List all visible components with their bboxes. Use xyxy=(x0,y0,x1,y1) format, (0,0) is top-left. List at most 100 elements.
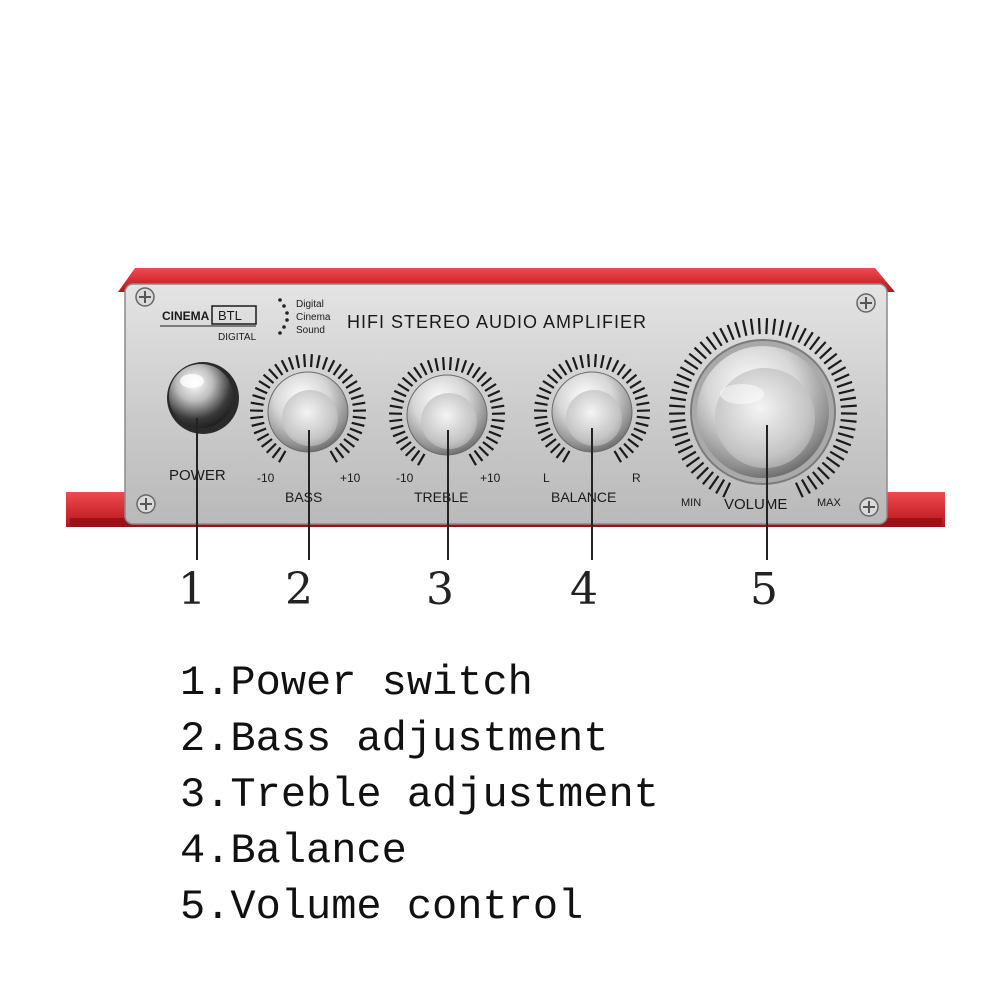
scale-tick xyxy=(250,401,264,406)
scale-tick xyxy=(397,383,410,392)
scale-tick xyxy=(835,438,852,447)
scale-tick xyxy=(803,331,814,347)
scale-tick xyxy=(260,438,273,448)
power-switch[interactable] xyxy=(167,362,239,434)
scale-tick xyxy=(669,404,686,408)
scale-tick xyxy=(669,396,687,402)
scale-tick xyxy=(252,394,266,400)
scale-tick xyxy=(636,415,650,420)
scale-tick xyxy=(679,366,695,376)
scale-tick xyxy=(605,356,613,370)
scale-tick xyxy=(491,404,505,409)
scale-tick xyxy=(482,441,495,451)
scale-tick xyxy=(327,359,336,373)
scale-tick xyxy=(673,380,690,389)
scale-tick xyxy=(564,359,573,373)
scale-tick xyxy=(712,331,723,347)
tagline-cinema: Cinema xyxy=(296,312,331,323)
scale-tick xyxy=(329,450,338,463)
scale-tick xyxy=(280,359,289,373)
scale-tick xyxy=(262,373,275,384)
scale-tick xyxy=(558,363,568,376)
scale-tick xyxy=(410,449,421,462)
scale-tick xyxy=(838,388,855,395)
legend-item-treble: 3.Treble adjustment xyxy=(180,771,659,819)
scale-tick xyxy=(806,475,818,490)
scale-tick xyxy=(274,363,284,376)
scale-tick xyxy=(613,450,622,463)
volume-min: MIN xyxy=(681,497,701,509)
scale-tick xyxy=(819,346,833,360)
scale-tick xyxy=(471,366,481,379)
balance-knob[interactable] xyxy=(551,371,633,453)
scale-tick xyxy=(840,404,857,408)
scale-tick xyxy=(392,430,406,438)
scale-tick xyxy=(343,438,356,448)
front-panel xyxy=(124,283,888,525)
brand-digital: DIGITAL xyxy=(218,332,257,343)
scale-tick xyxy=(674,438,691,447)
scale-tick xyxy=(722,482,732,498)
legend-list: 1.Power switch 2.Bass adjustment 3.Trebl… xyxy=(180,655,659,935)
scale-tick xyxy=(719,327,729,344)
balance-scale-ring xyxy=(533,354,651,463)
scale-tick xyxy=(552,368,563,380)
scale-tick xyxy=(699,341,712,355)
scale-tick xyxy=(814,341,827,355)
scale-tick xyxy=(669,418,686,423)
legend-item-volume: 5.Volume control xyxy=(180,883,584,931)
treble-min: -10 xyxy=(396,471,414,485)
scale-tick xyxy=(579,354,585,369)
scale-tick xyxy=(351,421,365,427)
scale-tick xyxy=(321,356,329,370)
scale-tick xyxy=(765,318,769,335)
tagline-digital: Digital xyxy=(296,299,324,310)
scale-tick xyxy=(544,438,557,448)
bass-label: BASS xyxy=(285,489,322,505)
scale-tick xyxy=(785,321,792,338)
scale-tick xyxy=(271,446,282,459)
brand-btl: BTL xyxy=(218,308,242,323)
scale-tick xyxy=(823,352,838,365)
scale-tick xyxy=(485,436,499,445)
tagline-sound: Sound xyxy=(296,325,325,336)
callout-number-2: 2 xyxy=(285,564,313,615)
scale-tick xyxy=(488,430,502,438)
scale-tick xyxy=(315,354,321,369)
scale-tick xyxy=(393,389,407,398)
scale-tick xyxy=(683,359,699,370)
scale-tick xyxy=(399,441,412,451)
bass-max: +10 xyxy=(340,471,361,485)
scale-tick xyxy=(771,318,777,335)
balance-min: L xyxy=(543,471,550,485)
scale-tick xyxy=(681,450,697,461)
scale-tick xyxy=(349,427,363,435)
legend-item-bass: 2.Bass adjustment xyxy=(180,715,609,763)
scale-tick xyxy=(454,357,460,372)
scale-tick xyxy=(632,386,646,395)
scale-tick xyxy=(702,471,714,485)
scale-tick xyxy=(630,433,644,442)
volume-knob[interactable] xyxy=(690,339,836,485)
scale-tick xyxy=(808,336,821,351)
scale-tick xyxy=(794,482,804,498)
treble-knob[interactable] xyxy=(406,374,488,456)
scale-tick xyxy=(538,386,552,395)
scale-tick xyxy=(831,366,847,376)
scale-tick xyxy=(295,354,301,369)
scale-tick xyxy=(549,442,561,454)
volume-scale-ring xyxy=(668,318,858,498)
scale-tick xyxy=(253,427,267,435)
scale-tick xyxy=(618,446,629,459)
scale-tick xyxy=(726,324,735,341)
scale-tick xyxy=(536,394,550,400)
scale-tick xyxy=(287,356,295,370)
scale-tick xyxy=(791,324,800,341)
scale-tick xyxy=(258,380,271,389)
scale-tick xyxy=(491,418,505,423)
scale-tick xyxy=(348,386,362,395)
legend-item-balance: 4.Balance xyxy=(180,827,407,875)
scale-tick xyxy=(636,401,650,406)
scale-tick xyxy=(352,401,366,406)
bass-min: -10 xyxy=(257,471,275,485)
